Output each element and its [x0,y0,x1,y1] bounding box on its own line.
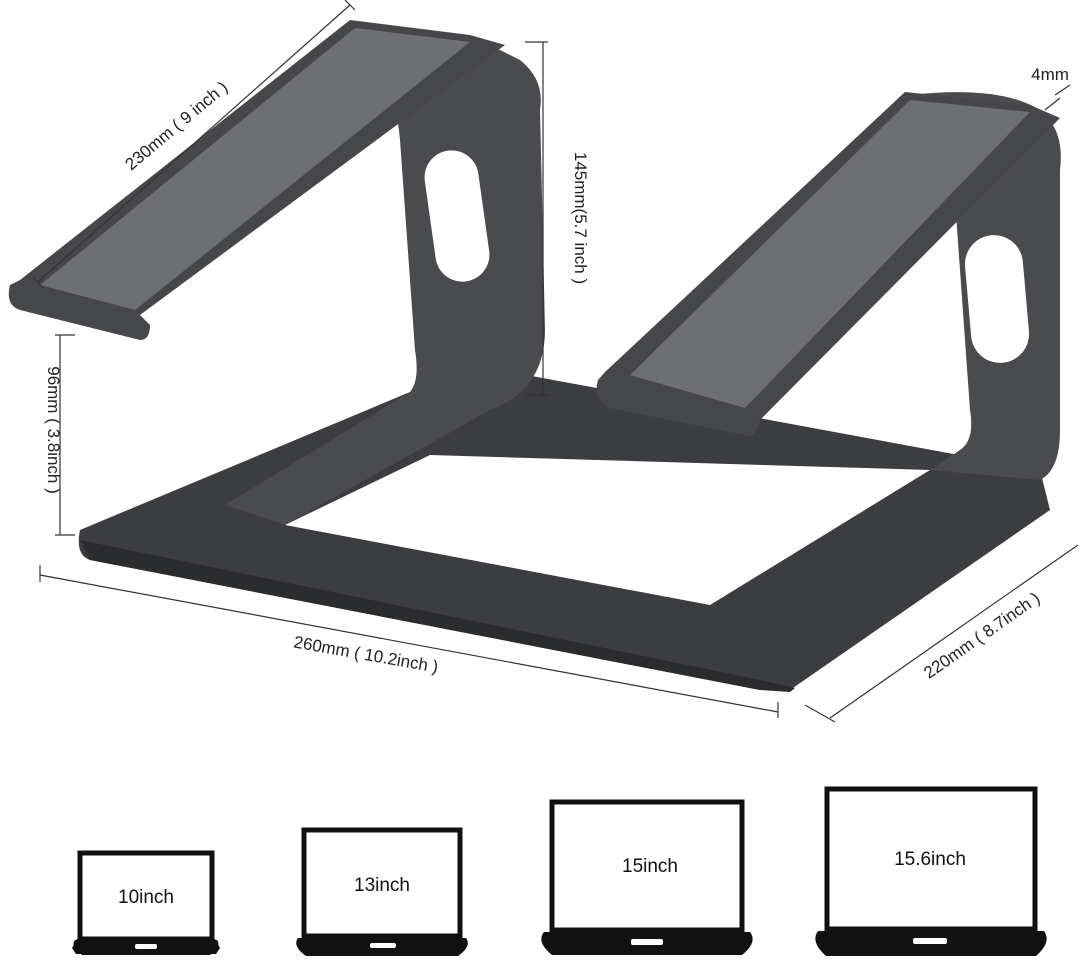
left-platform-pad [40,28,470,310]
laptop-icon-10inch: 10inch [72,850,220,955]
dimension-lines [32,0,1079,723]
laptop-icon-15-6inch: 15.6inch [815,786,1047,956]
label-base-depth: 220mm ( 8.7inch ) [920,588,1043,682]
right-platform-pad [630,100,1030,408]
left-support-hole [424,150,490,282]
label-thickness: 4mm [1031,65,1069,84]
laptop-label-13inch: 13inch [354,875,410,896]
laptop-label-15-6inch: 15.6inch [894,849,966,870]
laptop-stand [8,20,1061,692]
laptop-icon-13inch: 13inch [296,827,468,956]
laptop-label-15inch: 15inch [622,856,678,877]
base-front-edge [80,540,795,692]
right-support-hole [964,235,1030,363]
laptop-icon-15inch: 15inch [541,799,753,955]
dim-line-thickness [1054,84,1071,96]
laptop-size-row: 10inch 13inch 15inch 15.6inch [72,786,1047,956]
label-base-width: 260mm ( 10.2inch ) [292,633,440,677]
label-total-height: 145mm(5.7 inch ) [571,152,590,284]
dim-line-base-width [39,574,779,713]
laptop-label-10inch: 10inch [118,887,174,908]
base-cutout [285,455,930,605]
dim-line-platform-length [37,4,351,283]
dim-line-base-depth [829,544,1079,719]
label-lip-height: 96mm ( 3.8inch ) [44,366,63,494]
